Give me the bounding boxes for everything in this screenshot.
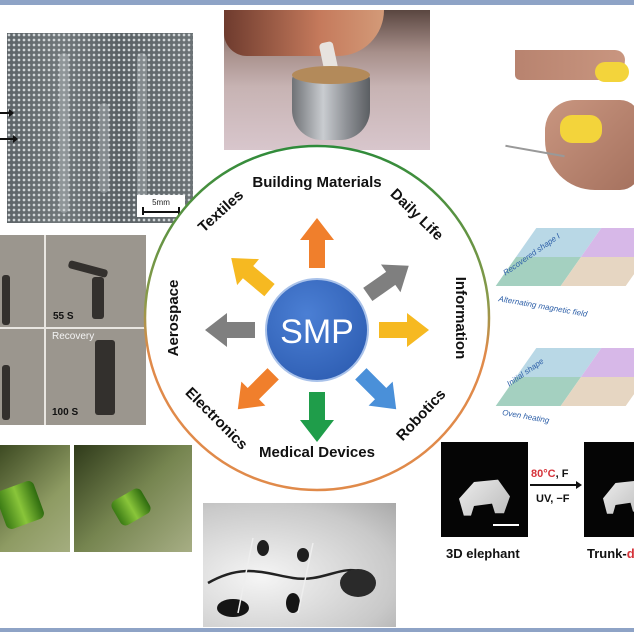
time-label: 100 S <box>52 407 79 418</box>
info-sublabel: Oven heating <box>501 407 551 426</box>
building-materials-photo <box>224 10 430 150</box>
metal-weight-top <box>292 66 370 84</box>
info-sublabel: Alternating magnetic field <box>497 294 588 319</box>
actuator <box>2 365 10 420</box>
label-building-materials: Building Materials <box>252 174 381 191</box>
top-border <box>0 0 634 5</box>
arrow-daily-life-icon <box>363 264 409 301</box>
yellow-handle <box>595 62 629 82</box>
label-aerospace: Aerospace <box>165 280 182 357</box>
suture-image <box>207 537 376 617</box>
grid-divider <box>44 235 46 425</box>
arrow-textiles-icon <box>231 258 275 297</box>
medical-devices-photo <box>203 503 396 627</box>
actuator <box>2 275 10 325</box>
label-electronics: Electronics <box>182 384 251 453</box>
label-textiles: Textiles <box>195 187 247 236</box>
elephant-photo-initial <box>441 442 528 537</box>
scale-bar-label: 5mm <box>152 198 170 207</box>
coil <box>109 486 153 528</box>
arrow-information-icon <box>379 313 429 347</box>
textile-seam <box>99 103 109 193</box>
arrow-medical-devices-icon <box>300 392 334 442</box>
coil <box>0 479 46 531</box>
elephant-photo-deformed <box>584 442 634 537</box>
hand <box>545 100 634 190</box>
reaction-arrow-icon <box>530 484 578 486</box>
label-information: Information <box>452 277 469 360</box>
smp-center-label: SMP <box>280 313 354 351</box>
actuator <box>67 259 109 279</box>
arrow-electronics-icon <box>237 368 279 410</box>
info-plate-top <box>495 228 634 286</box>
textile-seam <box>137 53 147 213</box>
textile-seam <box>59 53 69 213</box>
recovery-label: Recovery <box>52 331 95 342</box>
scale-bar: 5mm <box>137 195 185 217</box>
outer-ring <box>143 144 491 492</box>
bottom-border <box>0 628 634 632</box>
daily-life-photo <box>505 40 634 200</box>
caption-suffix: d <box>626 546 634 561</box>
grid-divider <box>0 327 146 329</box>
fingers <box>224 10 384 56</box>
textile-photo: 5mm <box>7 33 193 223</box>
arrow-aerospace-icon <box>205 313 255 347</box>
time-label: 55 S <box>53 311 74 322</box>
elephant-caption-right: Trunk-d <box>587 546 634 561</box>
paper-elephant <box>603 480 634 514</box>
electronics-photo-2 <box>74 445 192 552</box>
paper-elephant <box>459 479 510 516</box>
arrow-robotics-icon <box>355 368 397 410</box>
pointer-arrow-icon <box>0 109 14 117</box>
label-daily-life: Daily Life <box>387 185 447 244</box>
electronics-photo-1 <box>0 445 70 552</box>
reaction-arrowhead <box>576 481 582 489</box>
elephant-caption: 3D elephant <box>446 546 520 561</box>
information-photo: Recovered shape I Alternating magnetic f… <box>490 220 634 430</box>
caption-prefix: Trunk- <box>587 546 627 561</box>
condition-reverse: UV, −F <box>536 493 570 505</box>
condition-forward: 80°C, F <box>531 468 568 480</box>
aerospace-robot-photo: 55 S Recovery 100 S <box>0 235 146 425</box>
actuator <box>95 340 115 415</box>
actuator <box>92 277 104 319</box>
temperature: 80°C <box>531 468 556 480</box>
pointer-arrow-icon <box>0 135 18 143</box>
arrow-building-materials-icon <box>300 218 334 268</box>
smp-center-circle <box>265 278 369 382</box>
force-label: , F <box>555 468 569 480</box>
label-medical-devices: Medical Devices <box>259 444 375 461</box>
yellow-handle <box>560 115 602 143</box>
label-robotics: Robotics <box>393 386 449 445</box>
scale-bar <box>493 524 519 526</box>
arrows-group <box>205 218 429 442</box>
